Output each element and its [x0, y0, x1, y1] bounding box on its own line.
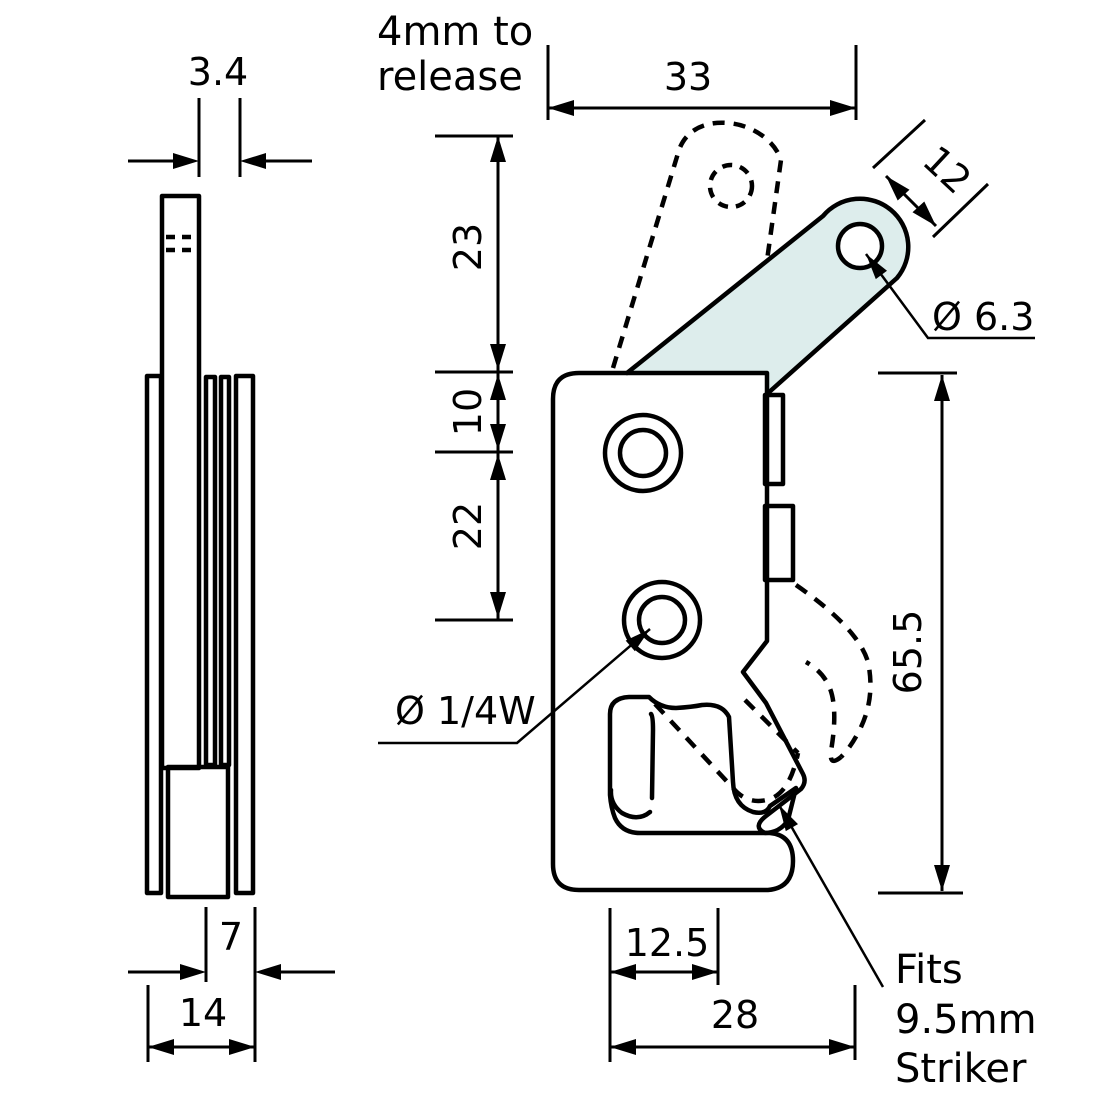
dim-12-5: 12.5	[608, 908, 720, 1062]
dim-23-arrow-top	[490, 136, 506, 162]
upper-hole-boss	[602, 412, 684, 494]
dim-28-label: 28	[711, 993, 759, 1037]
callout-striker: Fits 9.5mm Striker	[777, 804, 1037, 1092]
dim-65-5-arrow-bottom	[934, 865, 950, 891]
dim-33: 33	[546, 45, 858, 120]
dim-33-arrow-right	[830, 100, 856, 116]
dim-14-arrow-right	[229, 1039, 255, 1055]
dim-33-arrow-left	[548, 100, 574, 116]
dim-65-5-arrow-top	[934, 375, 950, 401]
dim-14-arrow-left	[148, 1039, 174, 1055]
side-spring-leaf-b	[218, 374, 232, 768]
mount-hole-dia-label: Ø 1/4W	[395, 689, 536, 733]
lever-hole-dia-label: Ø 6.3	[932, 295, 1034, 339]
dim-3-4-arrow-right	[240, 153, 266, 169]
dim-7-extension-lines	[204, 907, 257, 1062]
striker-note-line2: 9.5mm	[895, 997, 1037, 1043]
dim-10-arrow-top	[490, 374, 506, 400]
plate-tab-upper	[762, 392, 786, 487]
callout-lever-hole: Ø 6.3	[864, 253, 1035, 340]
lever-hole	[835, 221, 885, 271]
dim-12-arrow-lower	[912, 201, 936, 226]
latch-plate-body	[550, 370, 807, 893]
striker-leader-arrow	[779, 805, 798, 832]
striker-slot-cutout	[607, 694, 799, 836]
lever-hole-leader-arrow	[866, 254, 887, 280]
hook-lip-edge	[648, 711, 656, 801]
striker-note-line3: Striker	[895, 1046, 1027, 1092]
callout-mount-hole: Ø 1/4W	[378, 628, 651, 745]
dim-7-arrow-right	[255, 964, 281, 980]
dim-10-arrow-bottom	[490, 424, 506, 450]
dim-14: 14	[146, 985, 255, 1062]
dim-7-arrow-left	[180, 964, 206, 980]
striker-leader-line	[777, 804, 885, 988]
dim-28-arrow-left	[610, 1039, 636, 1055]
release-note-line1: 4mm to	[377, 9, 533, 55]
dim-chain-ticks	[435, 134, 513, 622]
released-hook-dashed-outer	[794, 583, 873, 759]
dim-23-label: 23	[446, 223, 490, 271]
lower-hole-boss	[621, 579, 703, 661]
dim-65-5-label: 65.5	[886, 610, 930, 695]
dim-12-extension-lines	[871, 118, 990, 239]
dim-28: 28	[610, 985, 857, 1060]
side-blade-bend-dashes	[166, 234, 196, 253]
mount-hole-leader-arrow	[625, 629, 650, 652]
released-lever-hole-dashed	[707, 162, 755, 210]
dim-12-5-label: 12.5	[625, 921, 710, 965]
release-note: 4mm to release	[377, 9, 533, 100]
released-lever-dashed-outline	[610, 120, 784, 369]
dim-28-arrow-right	[829, 1039, 855, 1055]
dim-22-arrow-top	[490, 454, 506, 480]
side-spring-leaf-a	[203, 374, 218, 768]
striker-path-dashed-right	[743, 698, 800, 755]
side-lever-blade	[159, 193, 202, 771]
side-bottom-block	[165, 764, 231, 900]
dim-12-label: 12	[914, 137, 979, 202]
dim-3-4-label: 3.4	[188, 50, 248, 94]
dim-3-4: 3.4	[128, 50, 312, 177]
dim-10-label: 10	[446, 388, 490, 436]
side-right-plate-strip	[233, 373, 256, 896]
striker-path-dashed-left	[653, 702, 735, 790]
dim-12-arrow-upper	[886, 176, 910, 201]
side-view: 3.4 7 14	[128, 50, 335, 1062]
dim-23-arrow-bottom	[490, 344, 506, 370]
release-note-line2: release	[377, 54, 523, 100]
dim-22-arrow-bottom	[490, 592, 506, 618]
lower-hole	[636, 594, 688, 646]
dim-7: 7	[128, 907, 335, 1062]
dim-3-4-extension-lines	[197, 98, 242, 177]
striker-dashed-end	[731, 752, 801, 804]
dim-14-label: 14	[179, 991, 227, 1035]
dim-22-label: 22	[446, 502, 490, 550]
dim-12-5-arrow-left	[610, 964, 636, 980]
released-hook-dashed-inner	[804, 660, 843, 764]
dim-33-label: 33	[664, 55, 712, 99]
front-view: 33 12 23 10 22	[377, 9, 1037, 1092]
dim-chain-23-10-22: 23 10 22	[435, 134, 513, 622]
plate-tab-lower	[762, 503, 796, 583]
dim-12-5-arrow-right	[692, 964, 718, 980]
upper-hole	[617, 427, 669, 479]
side-left-plate-strip	[144, 373, 164, 896]
striker-note-line1: Fits	[895, 947, 963, 993]
dim-65-5: 65.5	[878, 371, 963, 895]
dim-65-5-ticks	[878, 371, 963, 895]
dim-3-4-arrow-left	[173, 153, 199, 169]
dim-7-label: 7	[219, 915, 243, 959]
mount-hole-leader-line	[378, 628, 651, 745]
lever-hole-leader-line	[864, 253, 1035, 340]
hook-tip-curl	[608, 787, 653, 820]
lever-arm-outline	[624, 196, 911, 397]
